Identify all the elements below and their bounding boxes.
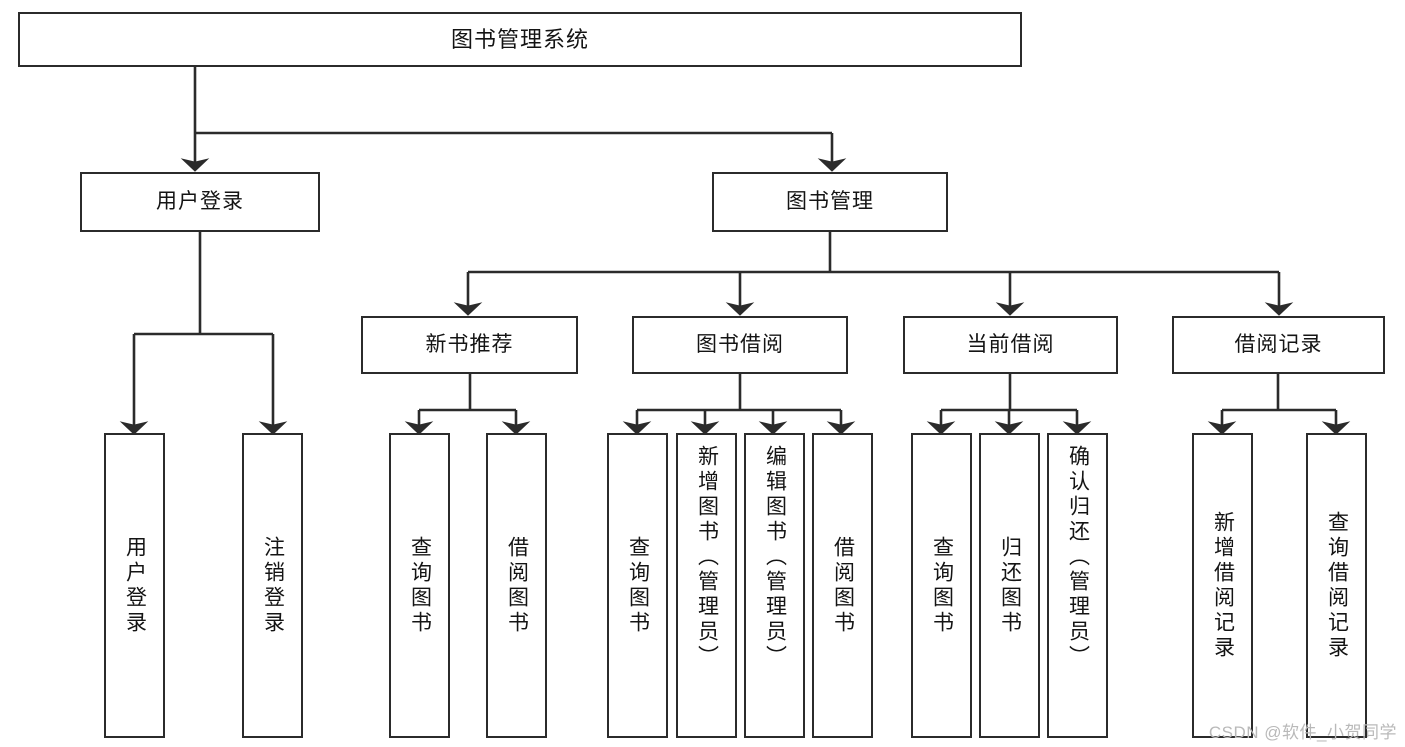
leaf-current-return-book[interactable]: 归还图书 <box>979 433 1040 738</box>
leaf-borrow-query-book-label: 查询图书 <box>626 535 650 636</box>
leaf-record-query-label: 查询借阅记录 <box>1325 510 1349 661</box>
csdn-watermark: CSDN @软件_小贺同学 <box>1208 723 1397 742</box>
leaf-recommend-borrow-book-label: 借阅图书 <box>505 535 529 636</box>
node-user-login[interactable]: 用户登录 <box>80 172 320 232</box>
leaf-borrow-borrow-book[interactable]: 借阅图书 <box>812 433 873 738</box>
node-new-book-recommend[interactable]: 新书推荐 <box>361 316 578 374</box>
leaf-borrow-edit-book-label: 编辑图书（管理员） <box>763 445 787 670</box>
leaf-user-login-label: 用户登录 <box>123 535 147 636</box>
leaf-recommend-borrow-book[interactable]: 借阅图书 <box>486 433 547 738</box>
node-book-borrow-label: 图书借阅 <box>696 332 784 356</box>
leaf-current-confirm-return[interactable]: 确认归还（管理员） <box>1047 433 1108 738</box>
leaf-user-login[interactable]: 用户登录 <box>104 433 165 738</box>
node-root[interactable]: 图书管理系统 <box>18 12 1022 67</box>
node-new-book-recommend-label: 新书推荐 <box>425 332 514 356</box>
leaf-borrow-add-book[interactable]: 新增图书（管理员） <box>676 433 737 738</box>
leaf-current-query-book[interactable]: 查询图书 <box>911 433 972 738</box>
node-book-management[interactable]: 图书管理 <box>712 172 948 232</box>
leaf-borrow-add-book-label: 新增图书（管理员） <box>695 445 719 670</box>
leaf-borrow-edit-book[interactable]: 编辑图书（管理员） <box>744 433 805 738</box>
leaf-user-logout-label: 注销登录 <box>261 535 285 636</box>
leaf-borrow-query-book[interactable]: 查询图书 <box>607 433 668 738</box>
leaf-current-confirm-return-label: 确认归还（管理员） <box>1066 445 1090 670</box>
leaf-borrow-borrow-book-label: 借阅图书 <box>831 535 855 636</box>
node-borrow-record-label: 借阅记录 <box>1234 332 1323 356</box>
node-book-borrow[interactable]: 图书借阅 <box>632 316 848 374</box>
node-borrow-record[interactable]: 借阅记录 <box>1172 316 1385 374</box>
node-user-login-label: 用户登录 <box>156 189 244 213</box>
leaf-record-add-label: 新增借阅记录 <box>1211 510 1235 661</box>
node-root-label: 图书管理系统 <box>450 26 589 52</box>
leaf-recommend-query-book-label: 查询图书 <box>408 535 432 636</box>
leaf-record-query[interactable]: 查询借阅记录 <box>1306 433 1367 738</box>
node-current-borrow[interactable]: 当前借阅 <box>903 316 1118 374</box>
node-book-management-label: 图书管理 <box>786 189 874 213</box>
leaf-user-logout[interactable]: 注销登录 <box>242 433 303 738</box>
leaf-current-return-book-label: 归还图书 <box>998 535 1022 636</box>
leaf-record-add[interactable]: 新增借阅记录 <box>1192 433 1253 738</box>
leaf-current-query-book-label: 查询图书 <box>930 535 954 636</box>
node-current-borrow-label: 当前借阅 <box>966 332 1055 356</box>
leaf-recommend-query-book[interactable]: 查询图书 <box>389 433 450 738</box>
